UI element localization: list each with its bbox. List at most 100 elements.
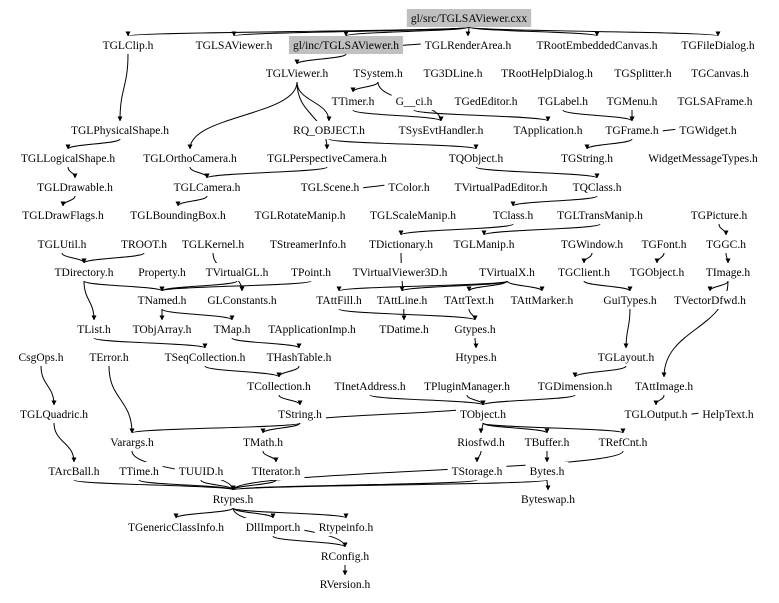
graph-node-tglquadric[interactable]: TGLQuadric.h bbox=[15, 405, 93, 423]
graph-node-tattfill[interactable]: TAttFill.h bbox=[312, 291, 366, 309]
graph-node-tinetaddr[interactable]: TInetAddress.h bbox=[330, 377, 410, 395]
graph-node-tglmanip[interactable]: TGLManip.h bbox=[449, 235, 519, 253]
graph-node-tatttext[interactable]: TAttText.h bbox=[440, 291, 498, 309]
graph-node-tbuffer[interactable]: TBuffer.h bbox=[520, 433, 574, 451]
graph-node-tglayout[interactable]: TGLayout.h bbox=[593, 348, 659, 366]
graph-node-rtypes[interactable]: Rtypes.h bbox=[208, 490, 258, 508]
graph-node-tgloutput[interactable]: TGLOutput.h bbox=[620, 405, 692, 423]
graph-node-tdirectory[interactable]: TDirectory.h bbox=[50, 263, 118, 281]
graph-node-tglclip[interactable]: TGLClip.h bbox=[98, 36, 158, 54]
graph-node-tstorage[interactable]: TStorage.h bbox=[447, 462, 507, 480]
graph-node-tmath[interactable]: TMath.h bbox=[239, 433, 287, 451]
graph-node-guitypes[interactable]: GuiTypes.h bbox=[599, 291, 661, 309]
graph-node-tdatime[interactable]: TDatime.h bbox=[375, 320, 433, 338]
graph-node-titerator[interactable]: TIterator.h bbox=[247, 462, 305, 480]
graph-node-tgltransmanip[interactable]: TGLTransManip.h bbox=[553, 206, 647, 224]
graph-node-tsysevt[interactable]: TSysEvtHandler.h bbox=[394, 121, 488, 139]
graph-node-tqclass[interactable]: TQClass.h bbox=[568, 178, 626, 196]
graph-node-ttime[interactable]: TTime.h bbox=[115, 462, 163, 480]
graph-node-htypes[interactable]: Htypes.h bbox=[451, 348, 501, 366]
graph-node-tglrotmanip[interactable]: TGLRotateManip.h bbox=[250, 206, 350, 224]
graph-node-tgpicture[interactable]: TGPicture.h bbox=[686, 206, 752, 224]
graph-node-byteswap[interactable]: Byteswap.h bbox=[517, 490, 579, 508]
graph-node-rversion[interactable]: RVersion.h bbox=[315, 575, 375, 593]
graph-node-tappimp[interactable]: TApplicationImp.h bbox=[264, 320, 360, 338]
graph-node-tggc[interactable]: TGGC.h bbox=[702, 235, 750, 253]
graph-node-tglabel[interactable]: TGLabel.h bbox=[533, 92, 593, 110]
graph-node-tglboundbox[interactable]: TGLBoundingBox.h bbox=[126, 206, 230, 224]
graph-node-tglorthocam[interactable]: TGLOrthoCamera.h bbox=[139, 149, 241, 167]
graph-node-root[interactable]: gl/src/TGLSAViewer.cxx bbox=[406, 9, 532, 27]
graph-node-tgobject[interactable]: TGObject.h bbox=[625, 263, 689, 281]
graph-node-tgenericclass[interactable]: TGenericClassInfo.h bbox=[123, 518, 229, 536]
graph-node-gtypes[interactable]: Gtypes.h bbox=[450, 320, 500, 338]
graph-node-riosfwd[interactable]: Riosfwd.h bbox=[453, 433, 509, 451]
graph-node-tgsplitter[interactable]: TGSplitter.h bbox=[610, 64, 676, 82]
graph-node-terror[interactable]: TError.h bbox=[85, 348, 133, 366]
graph-node-tattimage[interactable]: TAttImage.h bbox=[630, 377, 698, 395]
graph-node-helptext[interactable]: HelpText.h bbox=[698, 405, 758, 423]
graph-node-trefcnt[interactable]: TRefCnt.h bbox=[594, 433, 652, 451]
graph-node-tgdimension[interactable]: TGDimension.h bbox=[533, 377, 617, 395]
graph-node-tarcball[interactable]: TArcBall.h bbox=[44, 462, 104, 480]
graph-node-tmap[interactable]: TMap.h bbox=[209, 320, 255, 338]
graph-node-rqobject[interactable]: RQ_OBJECT.h bbox=[289, 121, 369, 139]
graph-node-tgfont[interactable]: TGFont.h bbox=[637, 235, 691, 253]
graph-node-tattline[interactable]: TAttLine.h bbox=[372, 291, 432, 309]
graph-node-tgcanvas[interactable]: TGCanvas.h bbox=[687, 64, 753, 82]
graph-node-tlist[interactable]: TList.h bbox=[73, 320, 115, 338]
graph-node-tclass[interactable]: TClass.h bbox=[488, 206, 538, 224]
graph-node-tobject[interactable]: TObject.h bbox=[455, 405, 511, 423]
graph-node-thashtable[interactable]: THashTable.h bbox=[262, 348, 336, 366]
graph-node-tgllogshape[interactable]: TGLLogicalShape.h bbox=[16, 149, 120, 167]
graph-node-bytes[interactable]: Bytes.h bbox=[525, 462, 569, 480]
graph-node-tuuid[interactable]: TUUID.h bbox=[174, 462, 228, 480]
graph-node-troothelp[interactable]: TRootHelpDialog.h bbox=[497, 64, 597, 82]
graph-node-tpoint[interactable]: TPoint.h bbox=[287, 263, 335, 281]
graph-node-property[interactable]: Property.h bbox=[134, 263, 190, 281]
graph-node-tvirtualviewer3d[interactable]: TVirtualViewer3D.h bbox=[348, 263, 452, 281]
graph-node-glinc[interactable]: gl/inc/TGLSAViewer.h bbox=[288, 36, 404, 54]
graph-node-ttimer[interactable]: TTimer.h bbox=[327, 92, 379, 110]
graph-node-tsystem[interactable]: TSystem.h bbox=[349, 64, 407, 82]
graph-node-tvirtualx[interactable]: TVirtualX.h bbox=[475, 263, 539, 281]
graph-node-trootembedded[interactable]: TRootEmbeddedCanvas.h bbox=[532, 36, 662, 54]
graph-node-tgededitor[interactable]: TGedEditor.h bbox=[450, 92, 522, 110]
graph-node-tgwindow[interactable]: TGWindow.h bbox=[556, 235, 628, 253]
graph-node-tvirtualpad[interactable]: TVirtualPadEditor.h bbox=[450, 178, 552, 196]
graph-node-tgwidget[interactable]: TGWidget.h bbox=[675, 121, 741, 139]
graph-node-tnamed[interactable]: TNamed.h bbox=[133, 291, 191, 309]
graph-node-timage[interactable]: TImage.h bbox=[701, 263, 755, 281]
graph-node-tglperspcam[interactable]: TGLPerspectiveCamera.h bbox=[263, 149, 391, 167]
graph-node-tvirtualgl[interactable]: TVirtualGL.h bbox=[201, 263, 273, 281]
graph-node-tglrenderarea[interactable]: TGLRenderArea.h bbox=[420, 36, 516, 54]
graph-node-tpluginmgr[interactable]: TPluginManager.h bbox=[420, 377, 514, 395]
graph-node-tapplication[interactable]: TApplication.h bbox=[509, 121, 587, 139]
graph-node-tglscene[interactable]: TGLScene.h bbox=[296, 178, 364, 196]
graph-node-rconfig[interactable]: RConfig.h bbox=[316, 547, 374, 565]
graph-node-tobjarray[interactable]: TObjArray.h bbox=[128, 320, 196, 338]
graph-node-tglscalemanip[interactable]: TGLScaleManip.h bbox=[366, 206, 460, 224]
graph-node-tgclient[interactable]: TGClient.h bbox=[553, 263, 615, 281]
graph-node-varargs[interactable]: Varargs.h bbox=[106, 433, 158, 451]
graph-node-rtypeinfo[interactable]: Rtypeinfo.h bbox=[314, 518, 378, 536]
graph-node-tcolor[interactable]: TColor.h bbox=[384, 178, 434, 196]
graph-node-tattmarker[interactable]: TAttMarker.h bbox=[506, 291, 578, 309]
graph-node-tgldrawable[interactable]: TGLDrawable.h bbox=[33, 178, 117, 196]
graph-node-tglphysshape[interactable]: TGLPhysicalShape.h bbox=[66, 121, 174, 139]
graph-node-tseqcoll[interactable]: TSeqCollection.h bbox=[160, 348, 250, 366]
graph-node-tglcamera[interactable]: TGLCamera.h bbox=[169, 178, 245, 196]
graph-node-tdictionary[interactable]: TDictionary.h bbox=[364, 235, 438, 253]
graph-node-tglsaviewer[interactable]: TGLSAViewer.h bbox=[191, 36, 277, 54]
graph-node-tglviewer[interactable]: TGLViewer.h bbox=[261, 64, 333, 82]
graph-node-csgops[interactable]: CsgOps.h bbox=[14, 348, 68, 366]
graph-node-tgldrawflags[interactable]: TGLDrawFlags.h bbox=[18, 206, 108, 224]
graph-node-tvectordfwd[interactable]: TVectorDfwd.h bbox=[670, 291, 750, 309]
graph-node-tstreamerinfo[interactable]: TStreamerInfo.h bbox=[265, 235, 351, 253]
graph-node-tglsaframe[interactable]: TGLSAFrame.h bbox=[673, 92, 757, 110]
graph-node-glconstants[interactable]: GLConstants.h bbox=[203, 291, 281, 309]
graph-node-widgetmsg[interactable]: WidgetMessageTypes.h bbox=[644, 149, 762, 167]
graph-node-tglutil[interactable]: TGLUtil.h bbox=[33, 235, 91, 253]
graph-node-tstring[interactable]: TString.h bbox=[274, 405, 326, 423]
graph-node-tgframe[interactable]: TGFrame.h bbox=[601, 121, 663, 139]
